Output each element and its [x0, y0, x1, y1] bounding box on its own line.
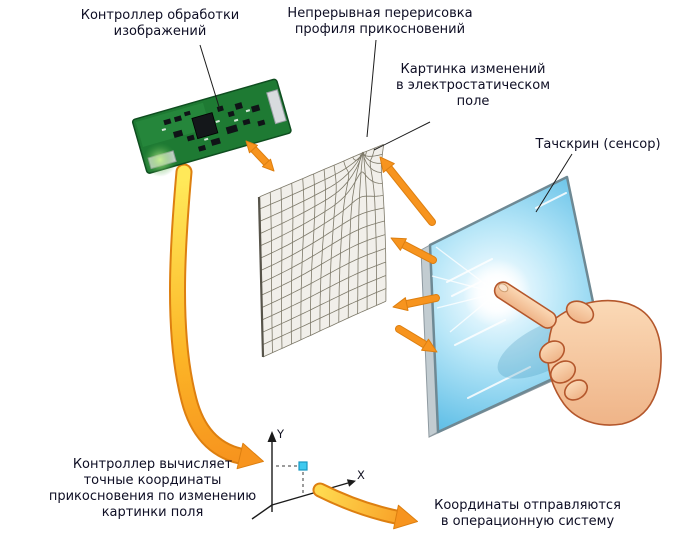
label-touchscreen: Тачскрин (сенсор)	[535, 137, 661, 152]
label-pointer-lines	[199, 39, 573, 213]
y-axis-label: Y	[276, 427, 285, 441]
label-continuous-redraw: Непрерывная перерисовка профиля прикосно…	[287, 6, 473, 38]
arrows-screen-mesh	[245, 140, 440, 353]
field-mesh-illustration	[259, 144, 387, 358]
fingernail	[498, 283, 509, 293]
arrow-board-mesh-bidirectional	[245, 140, 275, 172]
arrow-coordinates-to-os	[312, 482, 418, 530]
label-image-processing-controller: Контроллер обработки изображений	[80, 8, 240, 40]
label-controller-computes: Контроллер вычисляет точные координаты п…	[48, 457, 257, 521]
hand-illustration	[493, 281, 662, 426]
arrow-screen-to-mesh-low	[392, 294, 440, 311]
label-field-change-picture: Картинка изменений в электростатическом …	[395, 62, 550, 110]
circuit-board-illustration	[131, 78, 292, 177]
arrow-controller-to-coordinates	[169, 163, 264, 470]
arrow-mesh-to-screen	[395, 325, 438, 353]
index-finger	[493, 281, 557, 329]
arrow-screen-to-spike	[379, 156, 436, 226]
coordinate-system: Y X	[251, 427, 365, 520]
touch-point-marker	[298, 461, 308, 471]
label-coordinates-sent: Координаты отправляются в операционную с…	[434, 498, 621, 530]
arrow-screen-to-mesh-mid	[390, 237, 437, 264]
x-axis-label: X	[357, 468, 365, 482]
mesh-left-edge	[257, 196, 265, 358]
